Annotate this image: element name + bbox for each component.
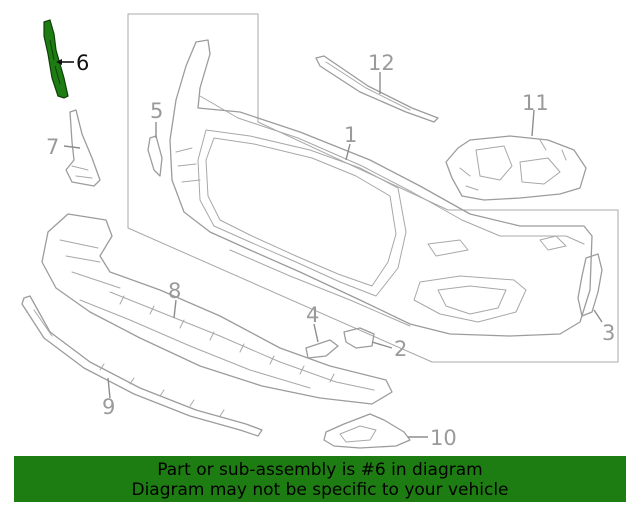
leader-7 [63,145,81,149]
callout-6: 6 [76,51,89,75]
leader-11 [531,109,535,137]
part-6-bracket[interactable] [43,19,69,99]
part-3-bracket[interactable] [577,253,603,317]
leader-3 [593,309,603,323]
part-4-cover[interactable] [305,339,339,359]
part-12-trim-strip[interactable] [315,55,439,123]
assembly-boundary [127,13,619,363]
callout-11: 11 [522,91,549,115]
leader-8 [173,299,177,319]
callout-1: 1 [344,123,357,147]
banner-line-2: Diagram may not be specific to your vehi… [131,480,509,500]
part-2-clip[interactable] [343,327,375,349]
callout-5: 5 [150,99,163,123]
leader-9 [107,377,111,399]
callout-3: 3 [602,321,615,345]
leader-2 [371,341,393,349]
callout-10: 10 [430,426,457,450]
part-5-bracket[interactable] [147,135,163,177]
leader-4 [313,323,319,343]
banner-line-1: Part or sub-assembly is #6 in diagram [157,460,483,480]
callout-8: 8 [168,279,181,303]
arrowhead-6 [56,59,62,65]
part-1-bumper-cover[interactable] [169,39,593,337]
callout-12: 12 [368,51,395,75]
callout-7: 7 [46,135,59,159]
part-11-bracket-assembly[interactable] [445,135,587,201]
callout-9: 9 [102,395,115,419]
info-banner: Part or sub-assembly is #6 in diagram Di… [14,456,626,502]
part-10-bracket[interactable] [323,413,411,449]
part-9-trim-strip[interactable] [21,295,263,437]
callout-4: 4 [306,303,319,327]
part-8-lower-support[interactable] [41,213,393,405]
part-7-guide[interactable] [65,109,101,187]
callout-2: 2 [394,337,407,361]
leader-1 [345,143,351,161]
